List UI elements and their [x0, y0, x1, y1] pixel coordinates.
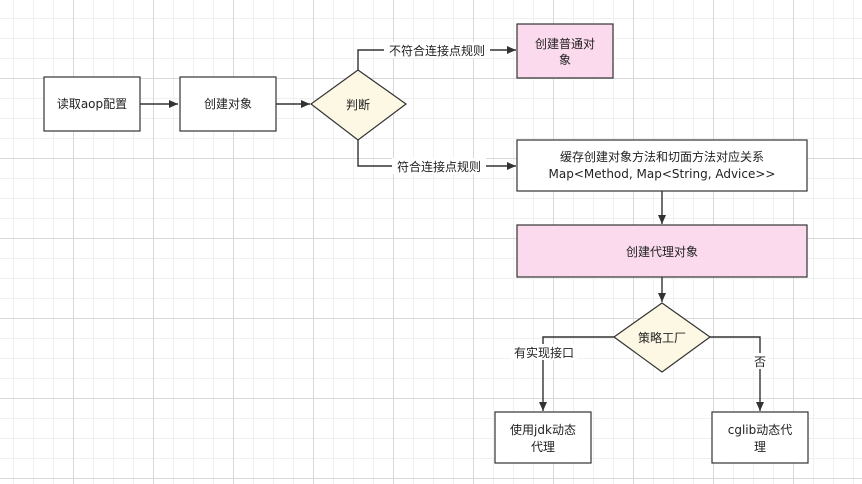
node-jdk-proxy-label-line2: 代理	[531, 440, 555, 454]
node-read-config: 读取aop配置	[43, 76, 141, 132]
node-read-config-label: 读取aop配置	[57, 97, 127, 111]
node-cglib-proxy-label-line1: cglib动态代	[728, 423, 793, 437]
node-create-object-label: 创建对象	[204, 97, 252, 111]
node-create-proxy-label: 创建代理对象	[626, 245, 698, 259]
edge-strategy-to-cglib	[710, 336, 764, 411]
node-create-object: 创建对象	[179, 76, 277, 132]
node-strategy-factory-label: 策略工厂	[638, 330, 686, 345]
node-judge-label: 判断	[346, 97, 370, 112]
node-judge: 判断	[309, 69, 408, 141]
edge-label-bg-no	[752, 353, 768, 369]
edge-strategy-to-jdk	[539, 336, 614, 411]
edge-label-match: 符合连接点规则	[397, 159, 481, 174]
edge-label-no: 否	[754, 355, 766, 369]
node-cglib-proxy: cglib动态代 理	[711, 411, 809, 464]
node-strategy-factory: 策略工厂	[612, 302, 712, 373]
node-cache-mapping: 缓存创建对象方法和切面方法对应关系 Map<Method, Map<String…	[516, 139, 808, 192]
node-create-proxy: 创建代理对象	[516, 224, 808, 278]
node-cache-mapping-label-line2: Map<Method, Map<String, Advice>>	[549, 167, 776, 181]
edge-label-bg-match	[392, 158, 486, 174]
node-cglib-proxy-label-line2: 理	[754, 440, 766, 454]
node-jdk-proxy: 使用jdk动态 代理	[494, 411, 592, 464]
edge-label-bg-has-interface	[510, 344, 578, 360]
edge-label-bg-not-match	[384, 42, 490, 58]
node-cache-mapping-label-line1: 缓存创建对象方法和切面方法对应关系	[560, 149, 764, 164]
node-create-normal-label-line1: 创建普通对	[535, 37, 595, 51]
edge-label-not-match: 不符合连接点规则	[389, 43, 485, 58]
node-create-normal-label-line2: 象	[559, 53, 571, 67]
node-create-normal: 创建普通对 象	[516, 23, 614, 79]
edge-label-has-interface: 有实现接口	[514, 345, 574, 360]
node-jdk-proxy-label-line1: 使用jdk动态	[510, 422, 576, 437]
